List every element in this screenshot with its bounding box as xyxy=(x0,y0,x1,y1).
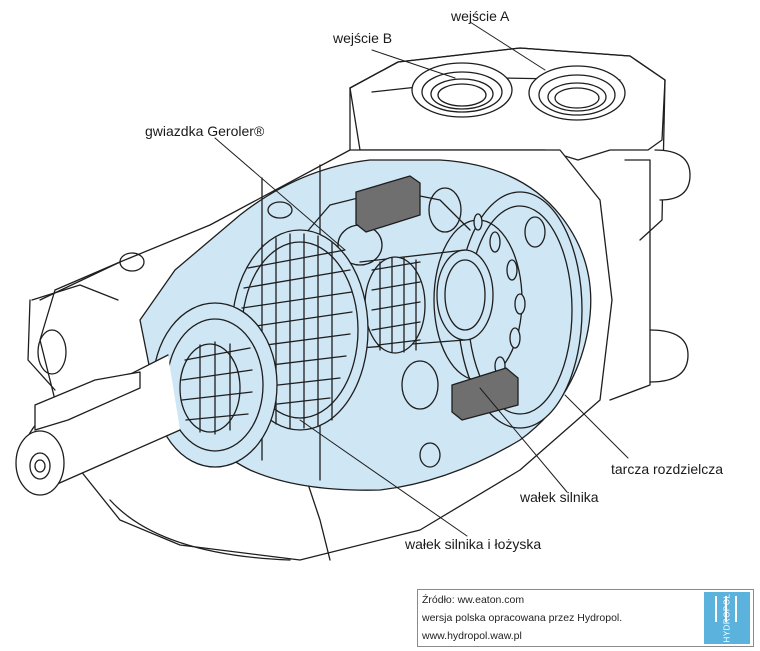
inlet-port-a xyxy=(528,65,626,121)
label-inlet-a: wejście A xyxy=(451,8,510,24)
output-shaft xyxy=(15,302,278,496)
label-motor-shaft: wałek silnika xyxy=(520,489,599,505)
source-credit-box: Źródło: ww.eaton.com wersja polska oprac… xyxy=(417,589,754,647)
credit-url: www.hydropol.waw.pl xyxy=(422,630,522,642)
side-bosses xyxy=(609,149,691,401)
credit-source: Źródło: ww.eaton.com xyxy=(422,594,525,606)
logo-text: HYDROPOL xyxy=(722,593,732,643)
logo-bars-icon xyxy=(715,596,737,622)
hydropol-logo: HYDROPOL xyxy=(704,592,750,644)
spline-shaft xyxy=(359,249,494,354)
label-distributor-plate: tarcza rozdzielcza xyxy=(611,461,724,477)
label-geroler-star: gwiazdka Geroler® xyxy=(145,123,265,139)
inlet-port-b xyxy=(411,62,513,118)
credit-version: wersja polska opracowana przez Hydropol. xyxy=(422,612,623,624)
label-shaft-and-bearings: wałek silnika i łożyska xyxy=(405,536,542,552)
label-inlet-b: wejście B xyxy=(333,30,393,46)
leader-lines xyxy=(214,21,629,537)
